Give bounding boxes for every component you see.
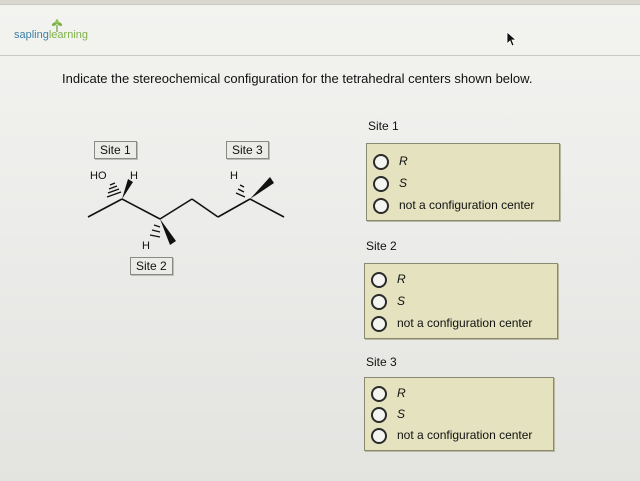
option-label: S [399,176,408,190]
logo-word-learning: learning [48,29,88,41]
radio-icon[interactable] [371,428,387,444]
atom-label-h-site-1: H [130,170,138,182]
molecule-structure: HO H H H [87,170,285,252]
radio-icon[interactable] [373,176,389,192]
site-2-wedge-bond [160,219,176,245]
page: saplinglearning Indicate the stereochemi… [0,4,640,481]
radio-icon[interactable] [371,272,387,288]
radio-icon[interactable] [371,386,387,402]
radio-icon[interactable] [371,316,387,332]
site-3-options: R S not a configuration center [364,377,554,451]
site-2-option-s[interactable]: S [371,292,581,312]
option-label: S [397,407,406,421]
atom-label-ho: HO [90,170,107,182]
site-2-option-not-center[interactable]: not a configuration center [371,314,581,334]
option-label: not a configuration center [397,316,533,330]
site-2-options: R S not a configuration center [364,263,558,339]
option-label: S [397,294,406,308]
site-3-hashed-bond [235,184,246,198]
radio-icon[interactable] [373,198,389,214]
site-2-label: Site 2 [130,257,173,275]
header-divider [0,55,640,56]
radio-icon[interactable] [373,154,389,170]
site-1-hashed-bond [106,182,122,198]
site-1-option-r[interactable]: R [373,152,583,172]
site-1-label: Site 1 [94,141,137,159]
atom-label-h-site-3: H [230,170,238,182]
atom-label-h-site-2: H [142,240,150,252]
site-2-option-r[interactable]: R [371,270,581,290]
option-label: R [399,154,408,168]
site-3-option-s[interactable]: S [371,405,581,425]
site-1-group-title: Site 1 [368,119,399,133]
site-3-group-title: Site 3 [366,355,397,369]
site-3-option-r[interactable]: R [371,384,581,404]
option-label: R [397,272,406,286]
radio-icon[interactable] [371,407,387,423]
site-2-group-title: Site 2 [366,239,397,253]
logo-word-sapling: sapling [14,29,49,41]
question-prompt: Indicate the stereochemical configuratio… [62,71,533,86]
site-3-label: Site 3 [226,141,269,159]
mouse-pointer-icon [506,31,518,47]
site-2-hashed-bond [149,224,161,238]
option-label: not a configuration center [399,198,535,212]
option-label: not a configuration center [397,428,533,442]
sapling-learning-logo: saplinglearning [14,19,88,41]
leaf-icon [51,19,63,32]
option-label: R [397,386,406,400]
site-1-options: R S not a configuration center [366,143,560,221]
site-1-wedge-bond [122,179,133,199]
site-1-option-s[interactable]: S [373,174,583,194]
site-3-wedge-bond [250,177,274,199]
site-3-option-not-center[interactable]: not a configuration center [371,426,581,446]
radio-icon[interactable] [371,294,387,310]
site-1-option-not-center[interactable]: not a configuration center [373,196,583,216]
